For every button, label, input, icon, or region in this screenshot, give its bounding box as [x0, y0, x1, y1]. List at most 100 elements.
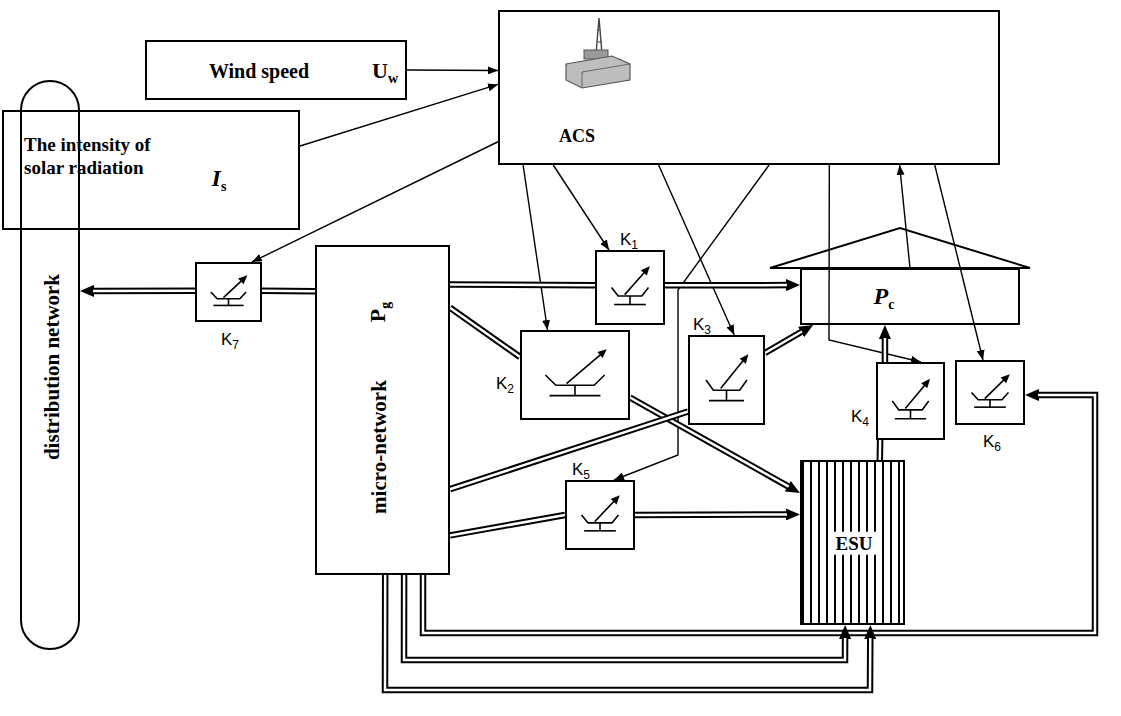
- power-line: [88, 290, 195, 291]
- switch-arrow: [721, 359, 745, 389]
- switch-symbol: [878, 364, 943, 438]
- power-line-outer: [88, 288, 195, 295]
- power-line-outer: [630, 398, 793, 490]
- power-line-outer: [450, 412, 688, 490]
- power-line: [404, 575, 845, 660]
- switch-arrowhead: [921, 379, 930, 388]
- switch-label: K1: [620, 229, 638, 252]
- input-box: The intensity of solar radiationIs: [2, 110, 300, 230]
- subscript-text: 3: [704, 323, 711, 337]
- node-text: K: [572, 460, 583, 479]
- power-line-inner: [879, 440, 882, 460]
- control-line-path: [659, 165, 735, 335]
- power-line: [423, 395, 1095, 633]
- switch-stem: [726, 390, 728, 400]
- tower-bar: [597, 42, 602, 43]
- acs-icon: [566, 18, 630, 88]
- switch-base: [709, 400, 744, 402]
- power-line: [450, 412, 688, 490]
- switch-symbol: [567, 482, 633, 548]
- input-box: Wind speed Uw: [145, 40, 407, 100]
- power-line: [385, 575, 870, 690]
- switch-symbol: [597, 252, 663, 323]
- switch-arrowhead: [238, 275, 247, 284]
- node-text: K: [496, 374, 507, 393]
- switch-stem: [629, 296, 631, 305]
- power-line-outer: [450, 308, 520, 357]
- switch-base: [974, 406, 1006, 408]
- switch-label: K6: [983, 431, 1001, 454]
- control-line-path: [553, 165, 609, 250]
- subscript-text: g: [378, 302, 393, 309]
- switch-stem: [989, 400, 991, 407]
- control-line: [523, 165, 547, 330]
- power-line-outer: [765, 329, 806, 353]
- subscript-text: c: [888, 297, 894, 312]
- text-group: ESU: [832, 533, 877, 556]
- text-group: Is: [212, 165, 227, 195]
- house-roof: [770, 228, 1030, 268]
- power-line-inner: [423, 395, 1095, 633]
- node-text: distribution network: [40, 274, 64, 460]
- node-text: K: [851, 407, 862, 426]
- switch-box: K2: [520, 330, 630, 420]
- power-line-outer: [423, 395, 1095, 633]
- switch-label: K4: [851, 406, 869, 429]
- power-line-outer: [450, 281, 595, 288]
- power-line: [635, 514, 792, 516]
- control-line: [900, 165, 910, 268]
- control-line: [553, 165, 609, 250]
- switch-box: K6: [955, 360, 1025, 425]
- switch-box: K5: [565, 480, 635, 550]
- switch-stem: [599, 523, 601, 531]
- text-group: Wind speed: [209, 60, 309, 84]
- switch-symbol: [957, 362, 1023, 423]
- control-line-path: [935, 165, 983, 360]
- power-line-inner: [404, 575, 845, 660]
- switch-arrowhead: [597, 349, 606, 358]
- power-line: [450, 515, 565, 535]
- node-text: ACS: [559, 126, 595, 146]
- text-group: Pc: [874, 283, 895, 313]
- text-group: Uw: [372, 58, 398, 87]
- control-line-path: [252, 142, 498, 262]
- node-text: I: [212, 165, 221, 191]
- node-text: ESU: [832, 532, 877, 555]
- subscript-text: 7: [232, 338, 239, 352]
- node-text: K: [221, 330, 232, 349]
- control-line-path: [829, 165, 921, 362]
- switch-label: K2: [496, 373, 514, 396]
- text-group: distribution network: [40, 274, 65, 460]
- subscript-text: w: [388, 71, 398, 86]
- power-line-inner: [385, 575, 870, 690]
- switch-base: [614, 304, 646, 306]
- node-text: K: [620, 230, 631, 249]
- switch-stem: [228, 299, 230, 306]
- power-line: [630, 398, 793, 490]
- subscript-text: 6: [994, 440, 1001, 454]
- switch-symbol: [522, 332, 628, 418]
- power-line: [879, 440, 880, 460]
- switch-label: K3: [693, 314, 711, 337]
- power-line-inner: [93, 290, 195, 293]
- text-group: micro-network: [367, 380, 392, 514]
- power-line-inner: [450, 283, 595, 286]
- subscript-text: 2: [507, 382, 514, 396]
- power-line-inner: [450, 412, 688, 490]
- switch-arrow: [567, 353, 603, 384]
- power-line: [450, 284, 595, 286]
- storage-unit: ESU: [800, 460, 905, 625]
- switch-arrow: [905, 383, 926, 408]
- subscript-text: 1: [631, 238, 638, 252]
- power-line-outer: [882, 333, 889, 362]
- switch-arrow: [625, 271, 646, 295]
- text-group: The intensity of solar radiation: [24, 134, 194, 179]
- switch-arrow: [223, 279, 243, 297]
- switch-box: K4: [876, 362, 945, 440]
- subscript-text: 4: [862, 415, 869, 429]
- antenna-tower: [596, 18, 602, 54]
- network-box: distribution network: [20, 80, 80, 650]
- node-text: K: [983, 432, 994, 451]
